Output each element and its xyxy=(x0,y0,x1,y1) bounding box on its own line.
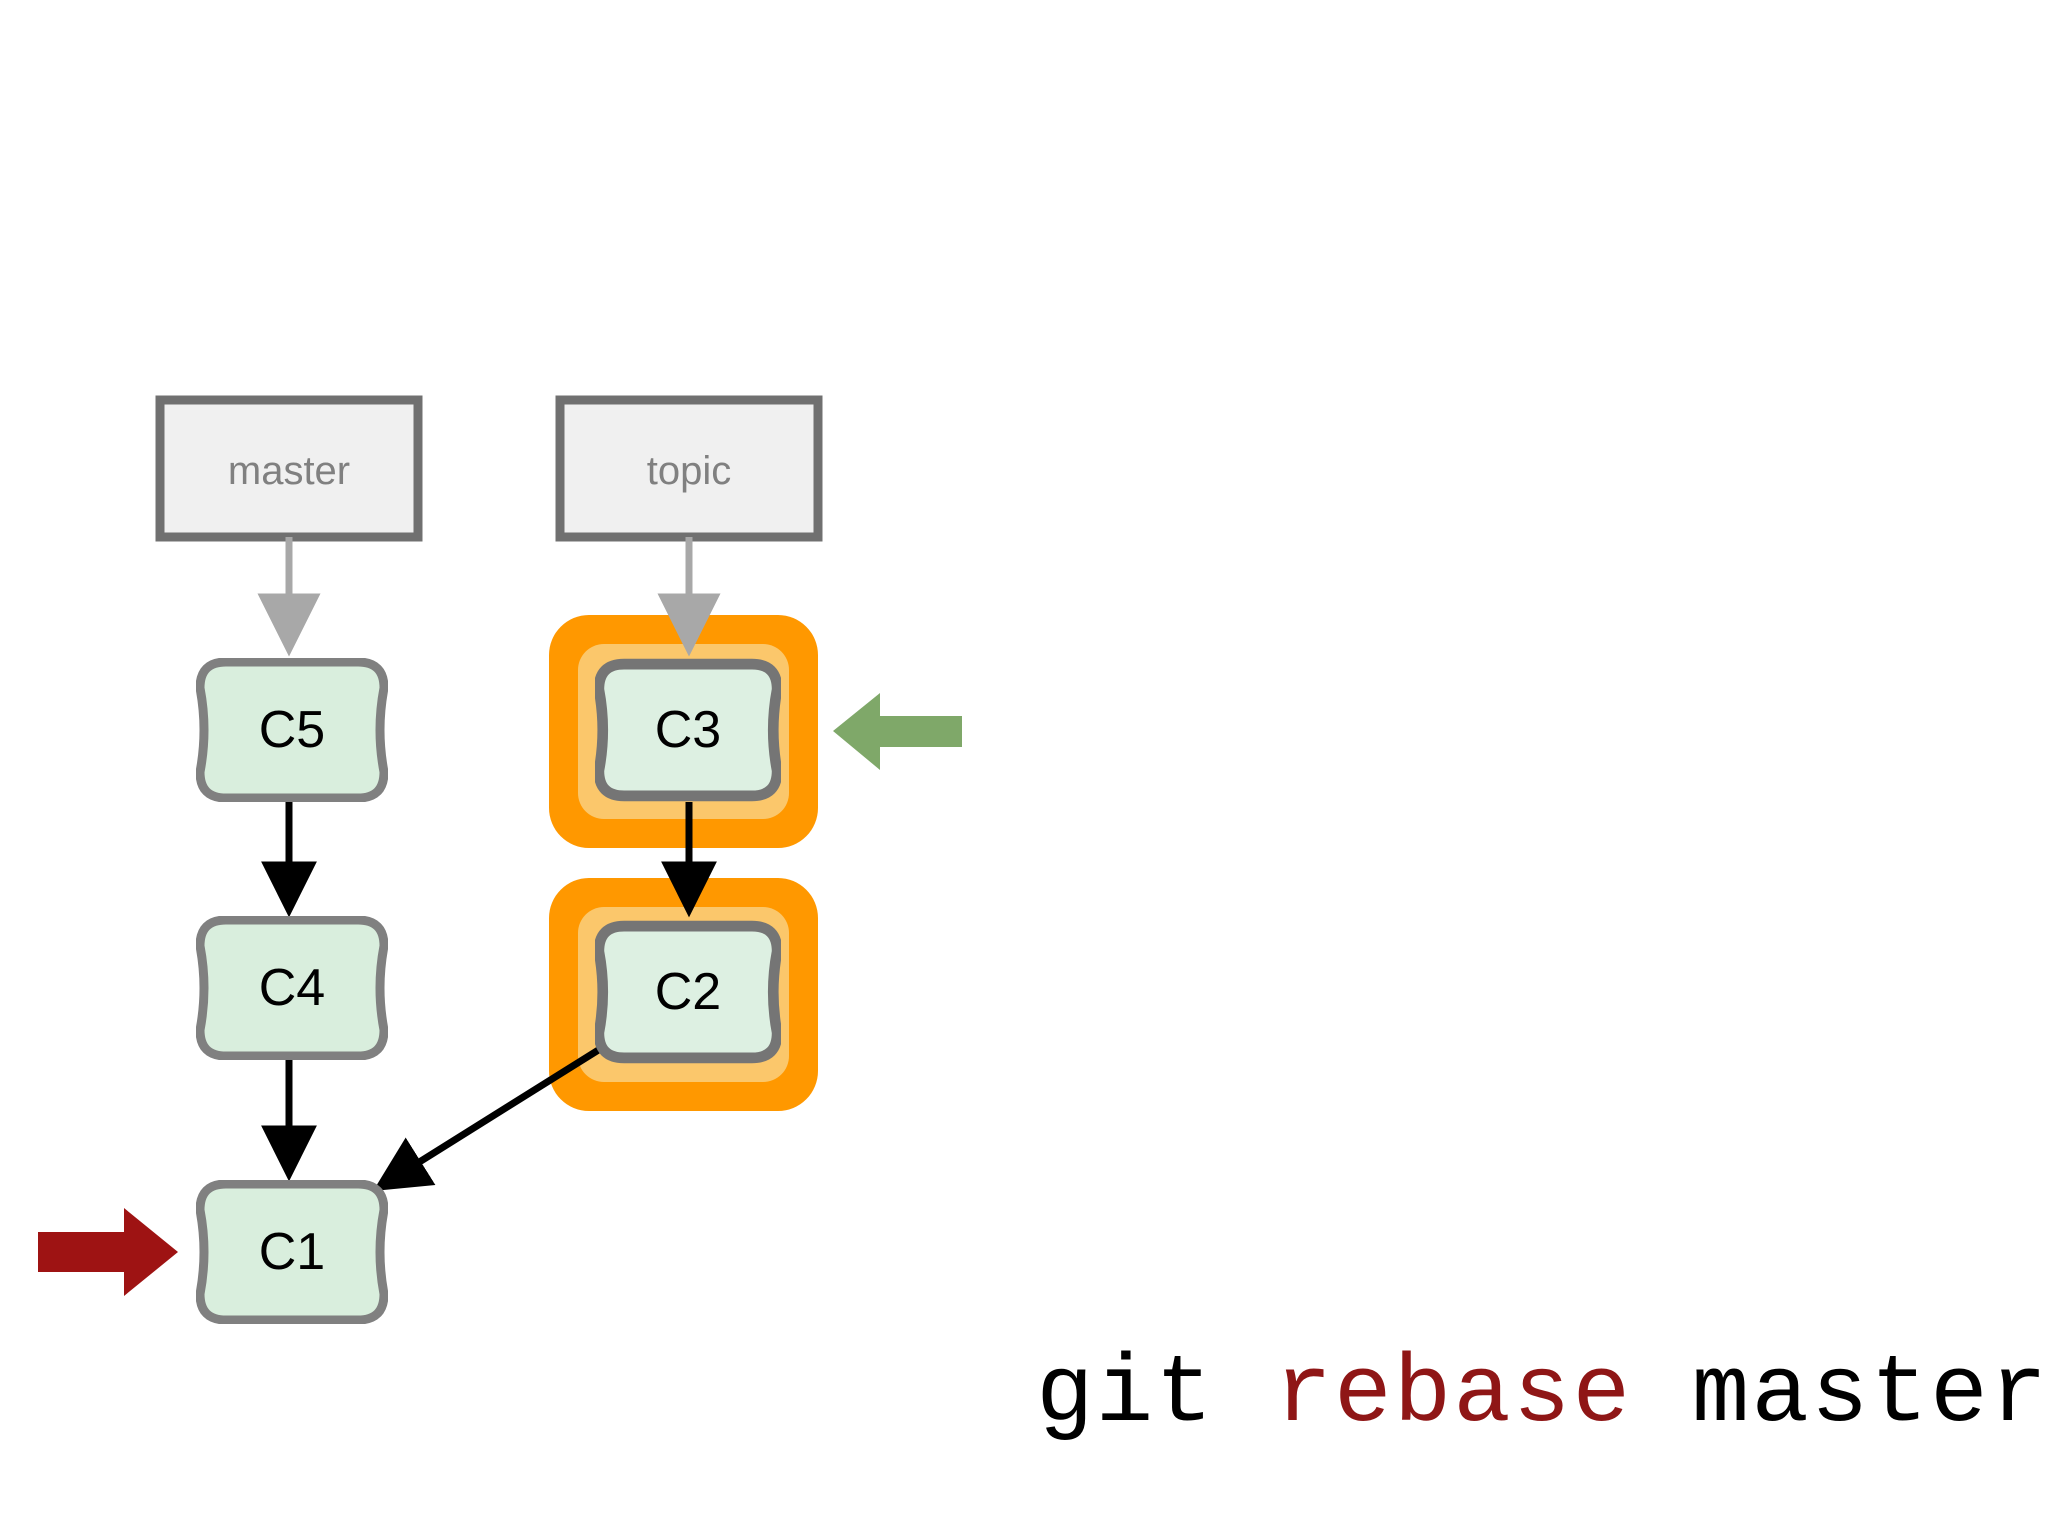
command-token-rebase: rebase xyxy=(1274,1340,1632,1449)
commit-node-c4[interactable]: C4 xyxy=(200,920,384,1056)
commit-node-c1[interactable]: C1 xyxy=(200,1184,384,1320)
green-pointer-icon xyxy=(833,693,962,770)
branch-box-master-rect xyxy=(155,395,423,542)
commit-arrow-c2-to-c1 xyxy=(373,1041,610,1191)
commit-node-c2[interactable]: C2 xyxy=(599,926,777,1058)
commit-node-c2-label: C2 xyxy=(655,963,721,1021)
command-token-git: git xyxy=(1036,1340,1215,1449)
branch-box-master[interactable]: master xyxy=(155,395,423,542)
branch-box-topic-label: topic xyxy=(647,449,732,493)
branch-box-master-label: master xyxy=(228,449,350,493)
branch-box-topic-rect xyxy=(555,395,823,542)
command-token-master: master xyxy=(1692,1340,2048,1449)
commit-node-c5[interactable]: C5 xyxy=(200,662,384,798)
command-text: git rebase master xyxy=(1036,1340,2048,1449)
commit-node-c4-label: C4 xyxy=(259,959,325,1017)
commit-node-c3[interactable]: C3 xyxy=(599,664,777,796)
commit-node-c5-label: C5 xyxy=(259,701,325,759)
branch-box-topic[interactable]: topic xyxy=(555,395,823,542)
commit-node-c3-label: C3 xyxy=(655,701,721,759)
red-pointer-icon xyxy=(38,1208,178,1296)
commit-node-c1-label: C1 xyxy=(259,1223,325,1281)
